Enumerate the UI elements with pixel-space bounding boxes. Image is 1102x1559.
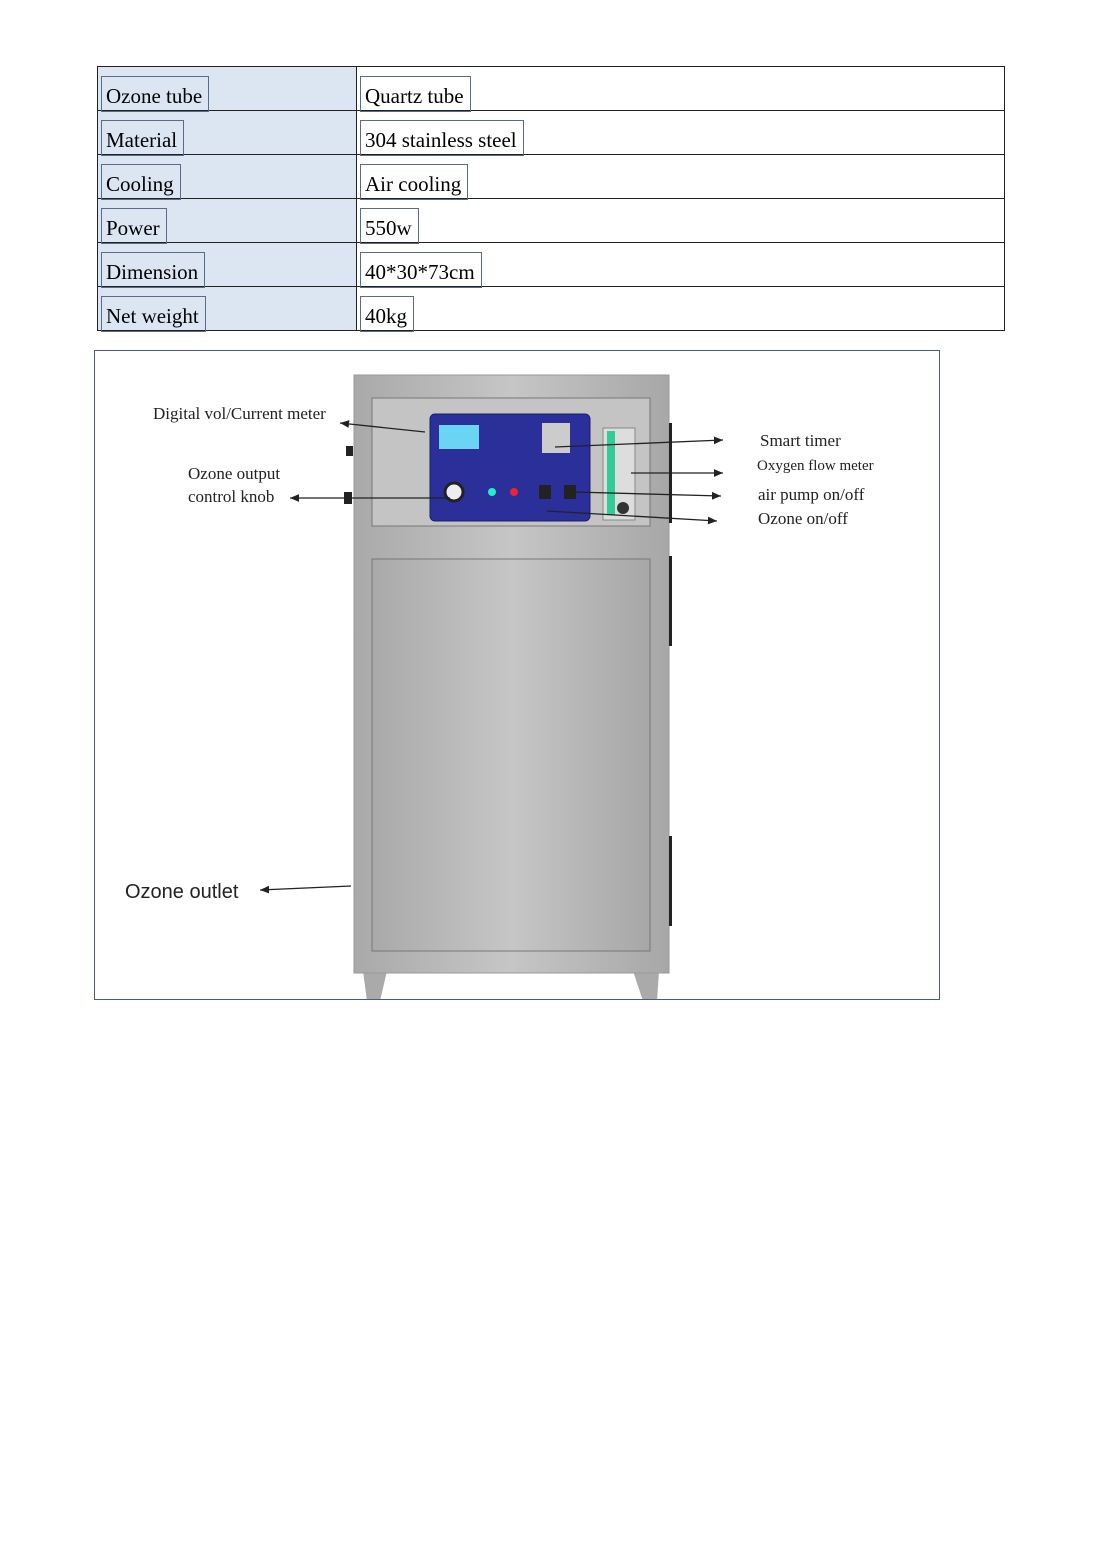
- spec-table: Ozone tube Quartz tube Material 304 stainl…: [97, 66, 1005, 332]
- ozone-generator-figure: Digital vol/Current meter Ozone output c…: [94, 350, 940, 1000]
- ozone-arrow: [546, 510, 718, 525]
- spec-value: Quartz tube: [360, 76, 471, 112]
- flow-valve-icon: [617, 502, 629, 514]
- green-light-icon: [488, 488, 496, 496]
- flow-tube-icon: [607, 431, 615, 515]
- leg-left: [363, 971, 387, 999]
- spec-value: 40*30*73cm: [360, 252, 482, 288]
- spec-value: 550w: [360, 208, 419, 244]
- meter-arrow: [339, 420, 426, 433]
- spec-value: Air cooling: [360, 164, 469, 200]
- table-row: Net weight 40kg: [97, 286, 1005, 332]
- table-row: Dimension 40*30*73cm: [97, 242, 1005, 288]
- side-port: [346, 446, 353, 456]
- timer-arrow: [554, 436, 724, 448]
- spec-label: Cooling: [101, 164, 181, 200]
- spec-label: Ozone tube: [101, 76, 210, 112]
- table-row: Power 550w: [97, 198, 1005, 244]
- spec-value: 304 stainless steel: [360, 120, 524, 156]
- digital-meter-icon: [439, 425, 479, 449]
- table-row: Cooling Air cooling: [97, 154, 1005, 200]
- knob-icon: [443, 481, 465, 503]
- spec-label: Material: [101, 120, 185, 156]
- machine-illustration: [259, 374, 724, 999]
- label-flow: Oxygen flow meter: [757, 458, 874, 474]
- handle: [669, 836, 672, 926]
- spec-label: Power: [101, 208, 167, 244]
- outlet-arrow: [259, 885, 352, 894]
- front-door: [371, 558, 651, 952]
- red-light-icon: [510, 488, 518, 496]
- label-ozone: Ozone on/off: [758, 509, 848, 528]
- leg-right: [633, 971, 659, 999]
- spec-label: Net weight: [101, 296, 206, 332]
- switch-icon: [539, 485, 551, 499]
- label-meter: Digital vol/Current meter: [153, 404, 326, 423]
- spec-value: 40kg: [360, 296, 414, 332]
- label-knob-2: control knob: [188, 487, 275, 506]
- timer-icon: [542, 423, 570, 453]
- handle: [669, 556, 672, 646]
- spec-label: Dimension: [101, 252, 206, 288]
- label-pump: air pump on/off: [758, 485, 865, 504]
- table-row: Ozone tube Quartz tube: [97, 66, 1005, 112]
- label-timer: Smart timer: [760, 431, 841, 450]
- pump-arrow: [572, 491, 722, 500]
- switch-icon: [564, 485, 576, 499]
- table-row: Material 304 stainless steel: [97, 110, 1005, 156]
- label-outlet: Ozone outlet: [125, 881, 239, 903]
- label-knob-1: Ozone output: [188, 464, 281, 483]
